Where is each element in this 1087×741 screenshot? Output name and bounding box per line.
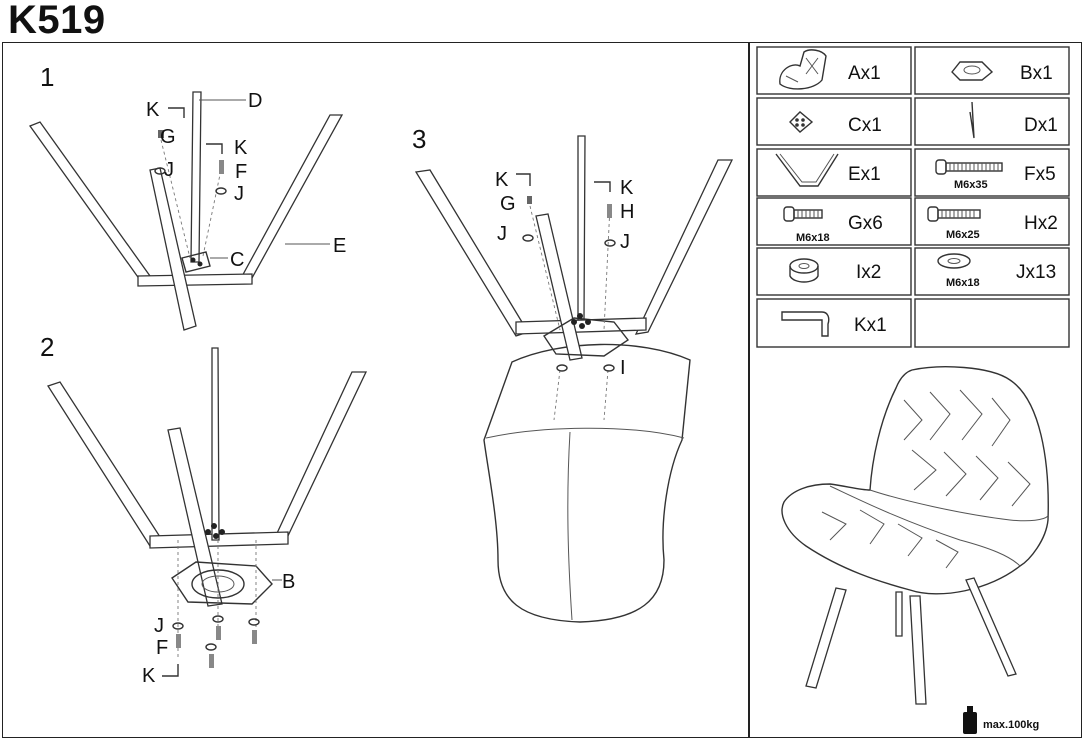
part-cell-swivel-plate bbox=[914, 46, 1070, 95]
step-1-label-c: C bbox=[230, 249, 244, 271]
part-label-washer: Jx13 bbox=[1016, 262, 1056, 283]
step-2-label-b: B bbox=[282, 571, 295, 593]
part-label-bolt-medium: Hx2 bbox=[1024, 213, 1058, 234]
step-2: 2 B J F K bbox=[40, 332, 368, 687]
part-label-allen-key: Kx1 bbox=[854, 315, 887, 336]
page-title: K519 bbox=[8, 0, 106, 42]
parts-list: Ax1 Bx1 Cx1 Dx1 Ex1 Fx5 M6x35 Gx6 M6x18 … bbox=[756, 46, 1070, 348]
part-label-bolt-short: Gx6 bbox=[848, 213, 883, 234]
part-cell-empty bbox=[914, 298, 1070, 348]
washer-icon bbox=[937, 253, 971, 269]
part-label-seat: Ax1 bbox=[848, 63, 881, 84]
bolt-medium-icon bbox=[927, 206, 981, 222]
weight-icon bbox=[963, 706, 977, 734]
part-cell-connector bbox=[756, 97, 912, 146]
spacer-icon bbox=[789, 258, 819, 283]
instruction-frame bbox=[2, 42, 1082, 738]
step-3-frame bbox=[414, 135, 734, 361]
chair-illustration bbox=[781, 366, 1049, 705]
step-3-label-i: I bbox=[620, 357, 626, 379]
step-1-frame-e bbox=[28, 114, 344, 287]
part-cell-spacer bbox=[756, 247, 912, 296]
step-1-label-k-top: K bbox=[146, 99, 160, 121]
leg-icon bbox=[969, 101, 975, 139]
step-3-label-j-right: J bbox=[620, 231, 630, 253]
part-cell-washer bbox=[914, 247, 1070, 296]
step-1-connector-c bbox=[181, 251, 211, 273]
step-1-number: 1 bbox=[40, 62, 54, 92]
part-label-spacer: Ix2 bbox=[856, 262, 881, 283]
step-3-label-g: G bbox=[500, 193, 516, 215]
bolt-short-icon bbox=[783, 206, 823, 222]
step-1-label-g: G bbox=[160, 126, 176, 148]
step-1-label-j-right: J bbox=[234, 183, 244, 205]
step-3-label-k-left: K bbox=[495, 169, 509, 191]
part-size-bolt-long: M6x35 bbox=[954, 179, 988, 191]
part-size-washer: M6x18 bbox=[946, 277, 980, 289]
part-label-swivel-plate: Bx1 bbox=[1020, 63, 1053, 84]
part-label-bolt-long: Fx5 bbox=[1024, 164, 1056, 185]
step-2-label-f: F bbox=[156, 637, 168, 659]
step-1-leg-front bbox=[149, 167, 197, 331]
step-2-frame bbox=[47, 347, 368, 607]
step-1-label-j-left: J bbox=[164, 159, 174, 181]
step-1-label-k-mid: K bbox=[234, 137, 248, 159]
part-cell-bolt-long bbox=[914, 148, 1070, 197]
step-2-number: 2 bbox=[40, 332, 54, 362]
step-2-label-j: J bbox=[154, 615, 164, 637]
step-2-label-k: K bbox=[142, 665, 156, 687]
part-cell-seat bbox=[756, 46, 912, 95]
step-2-hardware bbox=[162, 540, 282, 677]
step-1-hardware bbox=[154, 99, 330, 259]
part-cell-allen-key bbox=[756, 298, 912, 348]
swivel-plate-icon bbox=[951, 61, 994, 81]
part-size-bolt-medium: M6x25 bbox=[946, 229, 980, 241]
step-1-label-e: E bbox=[333, 235, 346, 257]
allen-key-icon bbox=[781, 311, 830, 337]
max-load-badge: max.100kg bbox=[963, 706, 1039, 734]
step-1-label-f: F bbox=[235, 161, 247, 183]
bolt-long-icon bbox=[935, 159, 1003, 175]
connector-icon bbox=[789, 111, 814, 133]
max-load-text: max.100kg bbox=[983, 719, 1039, 731]
step-3-hardware bbox=[516, 173, 616, 421]
step-1-label-d: D bbox=[248, 90, 262, 112]
step-3-seat-a bbox=[483, 343, 691, 623]
part-size-bolt-short: M6x18 bbox=[796, 232, 830, 244]
part-cell-bolt-short bbox=[756, 197, 912, 246]
leg-frame-icon bbox=[775, 153, 839, 187]
seat-icon bbox=[779, 49, 827, 90]
step-3-label-j-left: J bbox=[497, 223, 507, 245]
step-1-leg-d bbox=[190, 91, 202, 263]
part-label-leg-frame: Ex1 bbox=[848, 164, 881, 185]
part-cell-bolt-medium bbox=[914, 197, 1070, 246]
part-label-leg: Dx1 bbox=[1024, 115, 1058, 136]
step-3-label-h: H bbox=[620, 201, 634, 223]
part-cell-leg-frame bbox=[756, 148, 912, 197]
step-3-label-k-right: K bbox=[620, 177, 634, 199]
step-3-number: 3 bbox=[412, 124, 426, 154]
panel-divider bbox=[748, 42, 750, 738]
step-3: 3 K G J K H J bbox=[412, 124, 734, 623]
step-1: 1 K D G K J F bbox=[28, 62, 346, 331]
part-cell-leg bbox=[914, 97, 1070, 146]
part-label-connector: Cx1 bbox=[848, 115, 882, 136]
